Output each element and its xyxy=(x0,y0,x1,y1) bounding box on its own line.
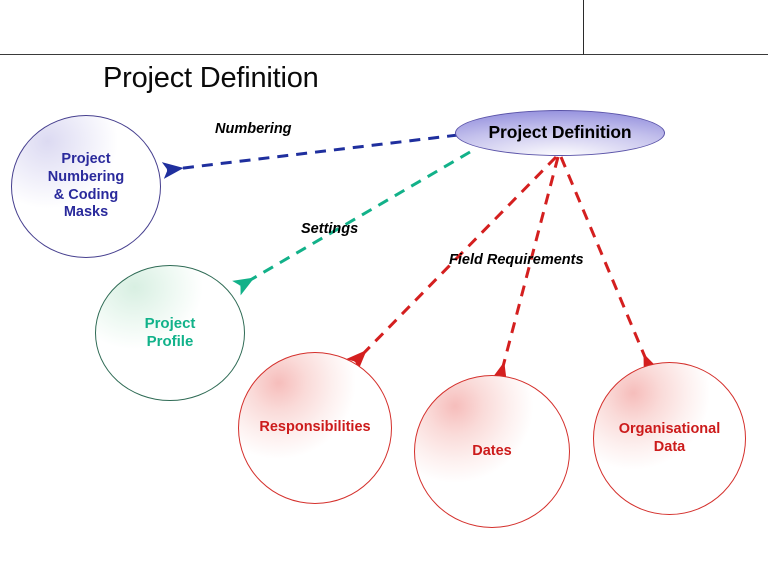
node-project-numbering-coding-masks-label: Project Numbering & Coding Masks xyxy=(47,151,125,221)
edge-settings-line xyxy=(232,150,471,296)
header-horizontal-rule xyxy=(0,54,768,55)
edge-numbering-line xyxy=(161,133,459,179)
header-vertical-divider xyxy=(583,0,584,55)
edge-label-settings: Settings xyxy=(301,221,359,237)
node-project-profile[interactable]: Project Profile xyxy=(95,265,245,401)
edge-label-numbering: Numbering xyxy=(215,121,292,137)
node-project-profile-label: Project Profile xyxy=(144,315,196,350)
node-organisational-data-label: Organisational Data xyxy=(618,421,721,455)
node-responsibilities-label: Responsibilities xyxy=(259,419,371,436)
node-organisational-data[interactable]: Organisational Data xyxy=(593,362,746,515)
page-title: Project Definition xyxy=(103,62,319,94)
edge-label-field-requirements: Field Requirements xyxy=(449,252,584,268)
node-project-definition-label: Project Definition xyxy=(488,122,632,143)
node-responsibilities[interactable]: Responsibilities xyxy=(238,352,392,504)
node-dates[interactable]: Dates xyxy=(414,375,570,528)
node-dates-label: Dates xyxy=(472,442,512,459)
node-project-definition[interactable]: Project Definition xyxy=(455,110,665,156)
node-project-numbering-coding-masks[interactable]: Project Numbering & Coding Masks xyxy=(11,115,161,258)
